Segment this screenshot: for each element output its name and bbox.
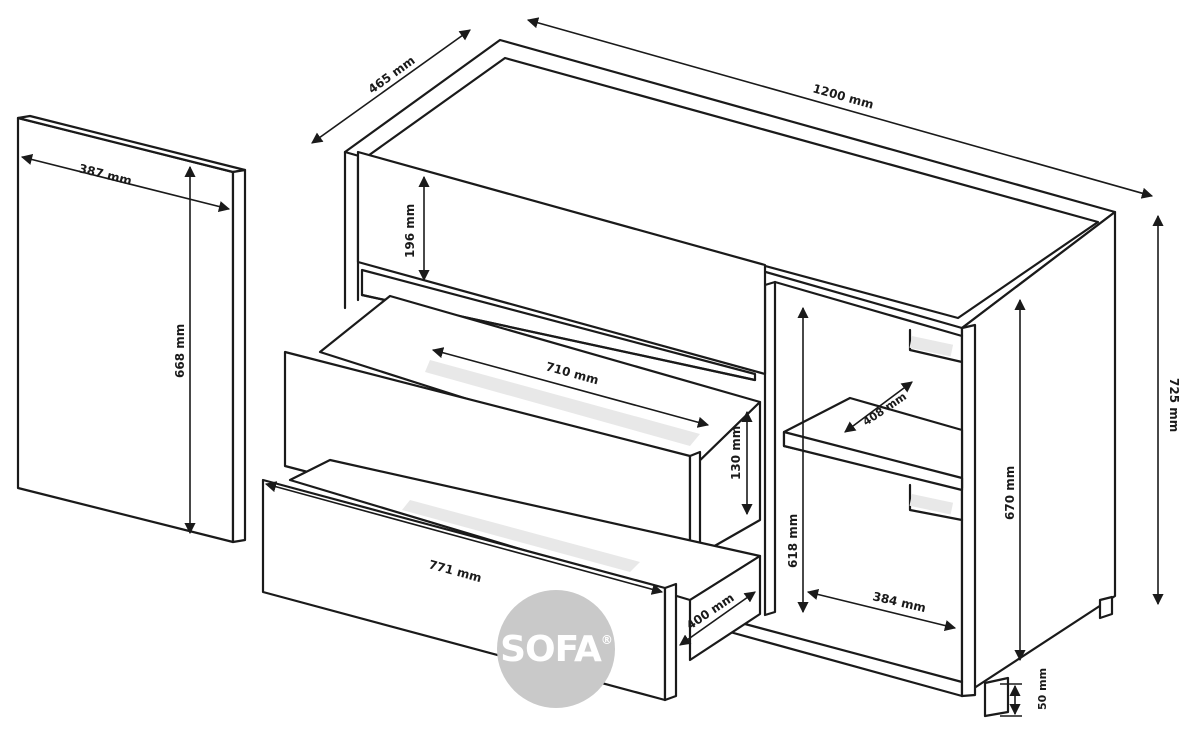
door-panel (16, 114, 247, 544)
registered-mark: ® (600, 633, 613, 647)
depth-label: 465 mm (366, 53, 418, 96)
sofa-logo: SOFA® (497, 590, 615, 708)
width-label: 1200 mm (811, 81, 875, 111)
height-dimension: 725 mm (1152, 214, 1181, 606)
top-drawer-height-dimension: 196 mm (403, 175, 430, 282)
side-height-dimension: 670 mm (1003, 298, 1026, 662)
sofa-logo-text: SOFA (500, 628, 602, 670)
middle-drawer-height-dimension: 130 mm (729, 410, 753, 516)
leg-height-dimension: 50 mm (1000, 668, 1049, 717)
compartment-height-label: 618 mm (786, 514, 800, 568)
top-drawer-height-label: 196 mm (403, 204, 417, 258)
middle-drawer-height-label: 130 mm (729, 426, 743, 480)
compartment-width-label: 384 mm (871, 589, 927, 615)
compartment-height-dimension: 618 mm (786, 306, 809, 614)
side-height-label: 670 mm (1003, 466, 1017, 520)
door-height-label: 668 mm (173, 324, 187, 378)
compartment-width-dimension: 384 mm (806, 588, 957, 632)
door-height-dimension: 668 mm (173, 165, 196, 535)
leg-height-label: 50 mm (1036, 668, 1049, 710)
height-label: 725 mm (1167, 378, 1181, 432)
